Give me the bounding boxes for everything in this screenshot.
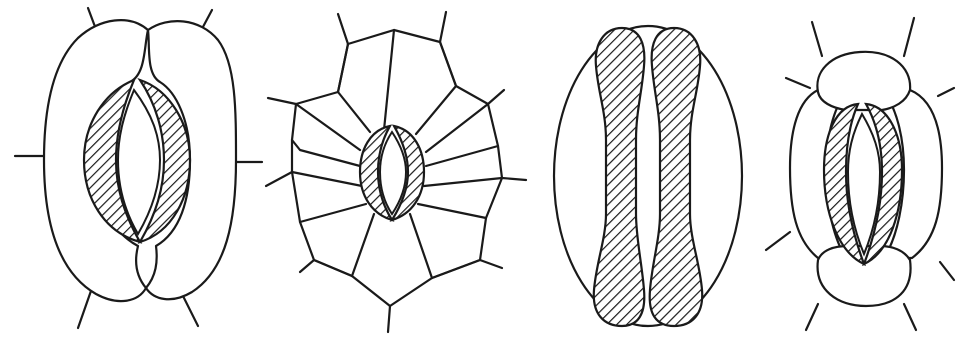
stoma-panel-4 — [766, 18, 954, 330]
stoma-panel-2 — [266, 12, 526, 332]
polar-cell-top — [817, 52, 910, 110]
subsidiary-cell-outline — [554, 26, 742, 326]
stoma-panel-3 — [554, 26, 742, 326]
stoma-panel-1 — [15, 8, 262, 328]
